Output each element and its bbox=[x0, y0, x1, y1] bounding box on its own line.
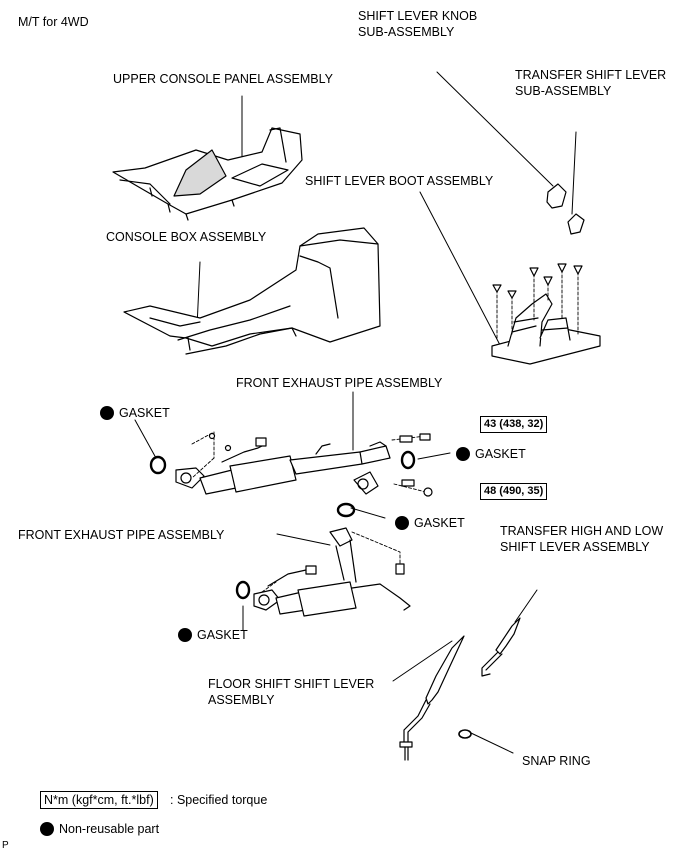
non-reusable-dot-icon bbox=[40, 822, 54, 836]
upper-exhaust-pipe-drawing bbox=[149, 431, 433, 497]
middle-gasket-ring bbox=[336, 502, 356, 518]
footer-code: P bbox=[2, 840, 9, 851]
gasket-middle-label: GASKET bbox=[414, 516, 465, 530]
transfer-shift-lever-label-line2: SUB-ASSEMBLY bbox=[515, 84, 612, 98]
gasket-left-upper-label: GASKET bbox=[119, 406, 170, 420]
upper-console-panel-drawing bbox=[112, 127, 303, 221]
console-box-label: CONSOLE BOX ASSEMBLY bbox=[106, 230, 267, 244]
legend-non-reusable: Non-reusable part bbox=[59, 822, 160, 836]
non-reusable-dot-icon bbox=[100, 406, 114, 420]
legend-torque-desc: : Specified torque bbox=[170, 793, 268, 807]
torque-badge-lower: 48 (490, 35) bbox=[480, 483, 548, 500]
snap-ring-label: SNAP RING bbox=[522, 754, 591, 768]
transfer-shift-lever-label-line1: TRANSFER SHIFT LEVER bbox=[515, 68, 667, 82]
snap-ring-part bbox=[458, 729, 472, 739]
torque-badge-upper: 43 (438, 32) bbox=[480, 416, 548, 433]
non-reusable-dot-icon bbox=[178, 628, 192, 642]
gasket-left-lower-label: GASKET bbox=[197, 628, 248, 642]
front-exhaust-lower-label: FRONT EXHAUST PIPE ASSEMBLY bbox=[18, 528, 225, 542]
transfer-hi-lo-lever-drawing bbox=[481, 617, 521, 677]
shift-knobs-drawing bbox=[546, 183, 585, 235]
floor-shift-lever-drawing bbox=[399, 635, 465, 761]
shift-boot-drawing bbox=[491, 263, 601, 365]
shift-knob-label-line2: SUB-ASSEMBLY bbox=[358, 25, 455, 39]
shift-boot-label: SHIFT LEVER BOOT ASSEMBLY bbox=[305, 174, 494, 188]
upper-console-label: UPPER CONSOLE PANEL ASSEMBLY bbox=[113, 72, 333, 86]
floor-shift-label-line2: ASSEMBLY bbox=[208, 693, 275, 707]
gasket-right-upper-label: GASKET bbox=[475, 447, 526, 461]
leader-lines bbox=[134, 71, 577, 754]
console-box-drawing bbox=[123, 227, 381, 355]
legend-torque-unit: N*m (kgf*cm, ft.*lbf) bbox=[40, 791, 158, 809]
non-reusable-dot-icon bbox=[395, 516, 409, 530]
variant-label: M/T for 4WD bbox=[18, 15, 89, 29]
shift-knob-label-line1: SHIFT LEVER KNOB bbox=[358, 9, 478, 23]
non-reusable-dot-icon bbox=[456, 447, 470, 461]
front-exhaust-upper-label: FRONT EXHAUST PIPE ASSEMBLY bbox=[236, 376, 443, 390]
transfer-hi-lo-label-line2: SHIFT LEVER ASSEMBLY bbox=[500, 540, 650, 554]
transfer-hi-lo-label-line1: TRANSFER HIGH AND LOW bbox=[500, 524, 664, 538]
floor-shift-label-line1: FLOOR SHIFT SHIFT LEVER bbox=[208, 677, 375, 691]
lower-exhaust-pipe-drawing bbox=[235, 527, 411, 617]
